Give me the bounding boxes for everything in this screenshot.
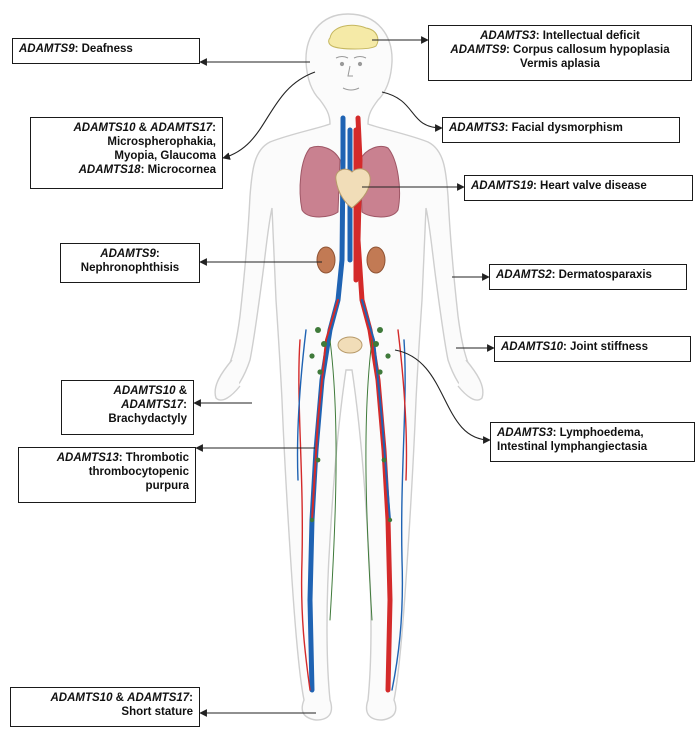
label-adamts13-blood: ADAMTS13: Thrombotic thrombocytopenic pu… xyxy=(18,447,196,503)
bladder xyxy=(338,337,362,353)
label-adamts10-stature: ADAMTS10 & ADAMTS17: Short stature xyxy=(10,687,200,727)
label-adamts3-brain: ADAMTS3: Intellectual deficit ADAMTS9: C… xyxy=(428,25,692,81)
label-adamts3-face: ADAMTS3: Facial dysmorphism xyxy=(442,117,680,143)
label-adamts10-eye: ADAMTS10 & ADAMTS17: Microspherophakia, … xyxy=(30,117,223,189)
label-adamts19-heart: ADAMTS19: Heart valve disease xyxy=(464,175,693,201)
label-adamts10-hand: ADAMTS10 & ADAMTS17: Brachydactyly xyxy=(61,380,194,435)
brain xyxy=(329,25,378,49)
label-adamts2-skin: ADAMTS2: Dermatosparaxis xyxy=(489,264,687,290)
label-adamts9-deafness: ADAMTS9: Deafness xyxy=(12,38,200,64)
label-adamts3-lymph: ADAMTS3: Lymphoedema, Intestinal lymphan… xyxy=(490,422,695,462)
label-adamts10-joint: ADAMTS10: Joint stiffness xyxy=(494,336,691,362)
label-adamts9-kidney: ADAMTS9: Nephronophthisis xyxy=(60,243,200,283)
